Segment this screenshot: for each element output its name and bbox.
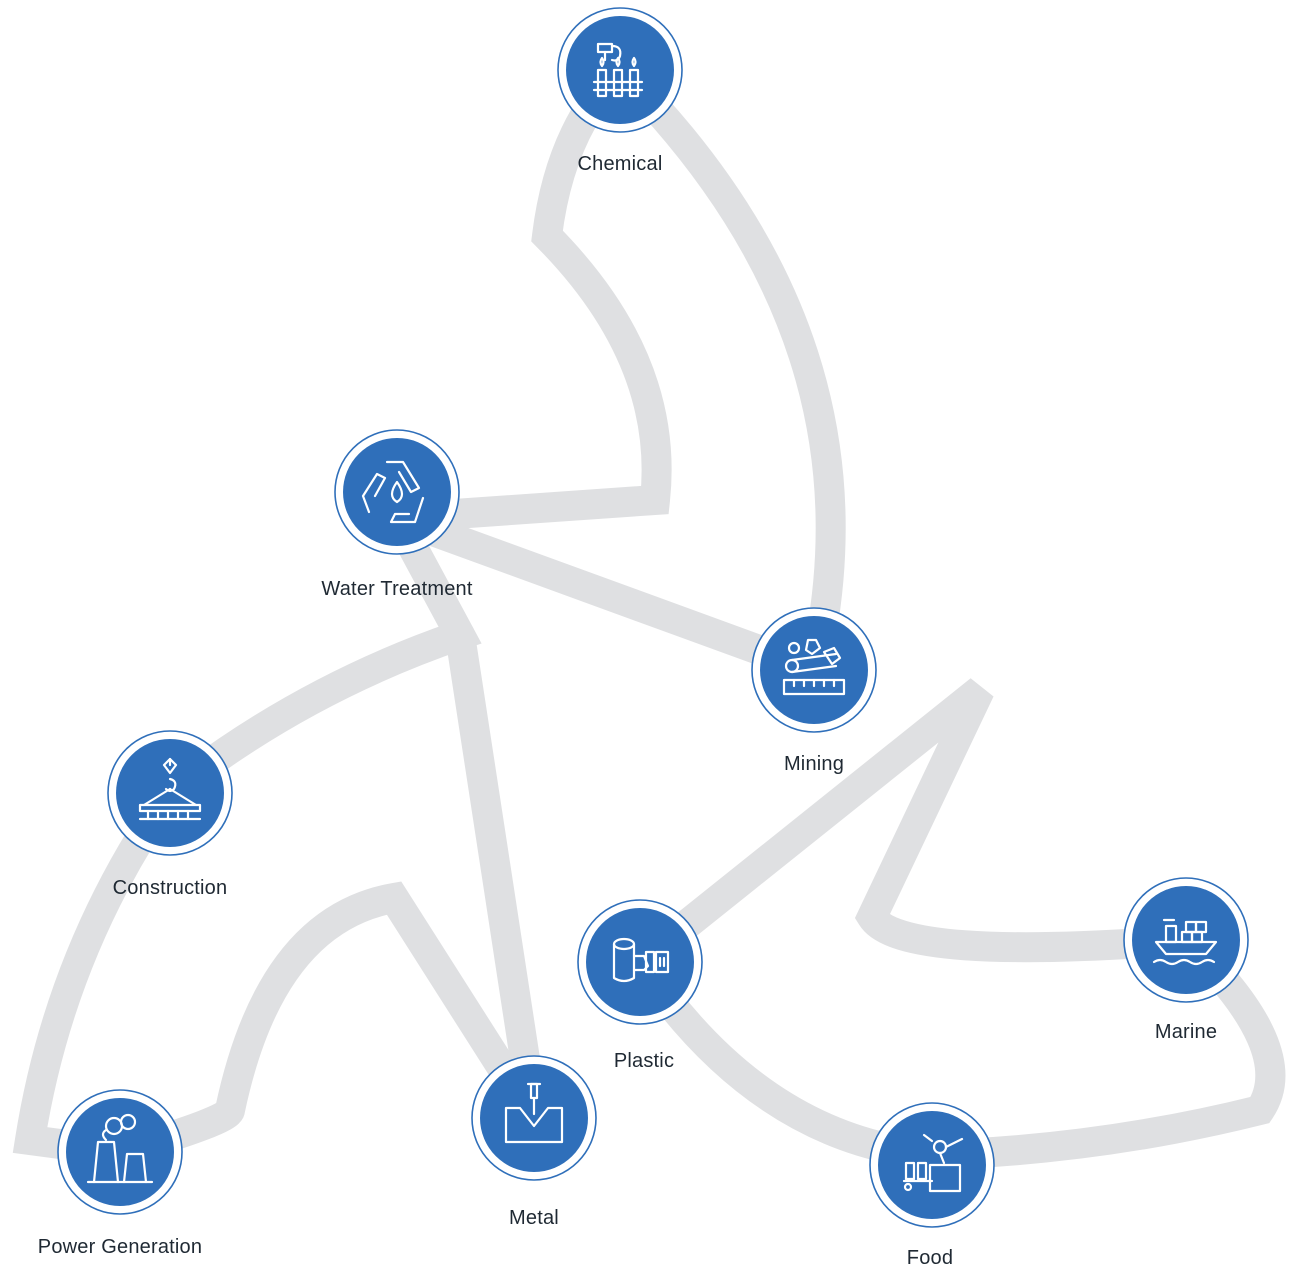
plastic-extruder-icon [612,937,670,983]
node-food[interactable] [869,1102,995,1228]
recycle-water-drop-icon [361,460,425,524]
node-plastic[interactable] [577,899,703,1025]
node-construction[interactable] [107,730,233,856]
track-chemical-loop [391,55,846,690]
label-plastic: Plastic [613,1050,675,1072]
chemical-test-tubes-icon [592,42,644,98]
label-construction: Construction [112,877,228,899]
track-construction-loop [12,503,549,1168]
node-metal-disc [480,1064,588,1172]
track-plastic-loop [625,678,1286,1171]
node-construction-disc [116,739,224,847]
label-power-generation: Power Generation [37,1236,203,1258]
node-metal[interactable] [471,1055,597,1181]
node-plastic-disc [586,908,694,1016]
node-water-treatment[interactable] [334,429,460,555]
label-water-treatment: Water Treatment [321,578,473,600]
metal-press-icon [504,1082,564,1144]
food-robot-arm-icon [902,1133,964,1193]
label-marine: Marine [1154,1021,1218,1043]
node-mining[interactable] [751,607,877,733]
label-chemical: Chemical [577,153,663,175]
label-metal: Metal [509,1207,559,1229]
cargo-ship-icon [1152,918,1218,966]
node-power-generation-disc [66,1098,174,1206]
node-marine-disc [1132,886,1240,994]
mining-conveyor-icon [782,638,846,696]
label-food: Food [906,1247,954,1269]
node-power-generation[interactable] [57,1089,183,1215]
node-chemical[interactable] [557,7,683,133]
crane-hook-beam-icon [138,757,202,821]
track-paths [12,55,1286,1171]
track-metal-link [445,620,549,1133]
node-marine[interactable] [1123,877,1249,1003]
label-mining: Mining [783,753,845,775]
node-water-treatment-disc [343,438,451,546]
cooling-towers-icon [86,1113,154,1184]
